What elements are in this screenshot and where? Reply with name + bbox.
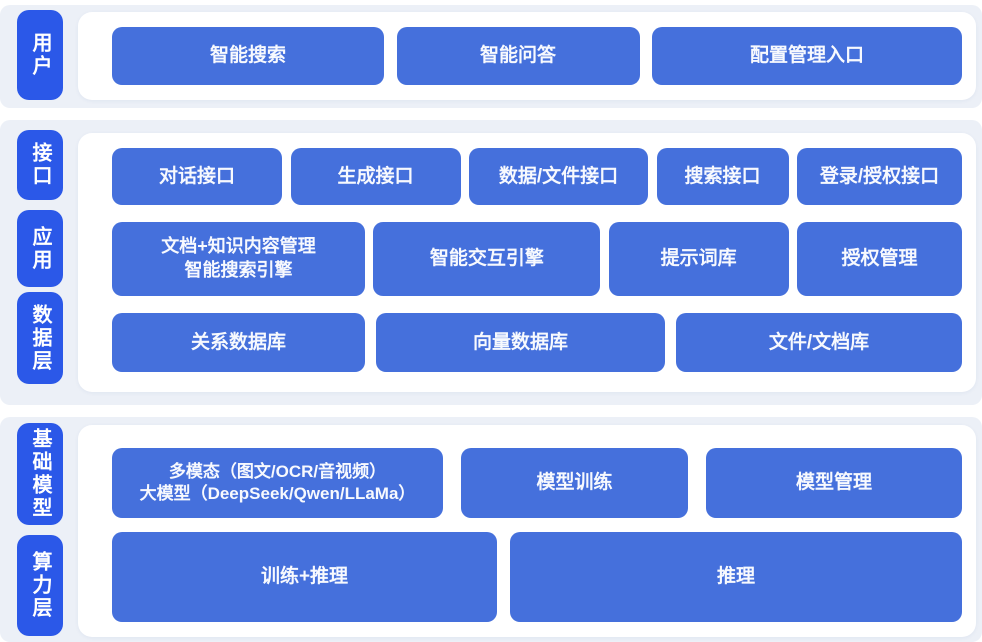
box-relational-database: 关系数据库: [112, 313, 365, 372]
box-multimodal-llm: 多模态（图文/OCR/音视频） 大模型（DeepSeek/Qwen/LLaMa）: [112, 448, 443, 518]
box-smart-qa: 智能问答: [396, 27, 640, 85]
layer-label-application-text: 应用: [29, 225, 51, 272]
box-smart-search: 智能搜索: [112, 27, 384, 85]
layer-label-data-text: 数据层: [29, 303, 51, 373]
box-authorization-management: 授权管理: [796, 222, 962, 296]
box-generation-api: 生成接口: [290, 148, 461, 205]
box-config-management-entry: 配置管理入口: [652, 27, 962, 85]
layer-label-foundation-model: 基础模型: [17, 423, 63, 525]
panel-user-layer: 智能搜索 智能问答 配置管理入口: [78, 12, 976, 100]
box-dialog-api: 对话接口: [112, 148, 282, 205]
layer-label-compute-text: 算力层: [29, 551, 51, 620]
panel-interface-app-data-layer: 对话接口 生成接口 数据/文件接口 搜索接口 登录/授权接口 文档+知识内容管理…: [78, 133, 976, 392]
box-model-training: 模型训练: [461, 448, 688, 518]
box-prompt-library: 提示词库: [608, 222, 789, 296]
panel-model-compute-layer: 多模态（图文/OCR/音视频） 大模型（DeepSeek/Qwen/LLaMa）…: [78, 425, 976, 637]
row-data-stores: 关系数据库 向量数据库 文件/文档库: [112, 313, 962, 372]
box-model-management: 模型管理: [706, 448, 962, 518]
row-interfaces: 对话接口 生成接口 数据/文件接口 搜索接口 登录/授权接口: [112, 148, 962, 205]
layer-label-application: 应用: [17, 210, 63, 287]
layer-label-compute: 算力层: [17, 535, 63, 636]
box-file-document-store: 文件/文档库: [676, 313, 962, 372]
row-applications: 文档+知识内容管理 智能搜索引擎 智能交互引擎 提示词库 授权管理: [112, 222, 962, 296]
layer-label-interface-text: 接口: [29, 142, 51, 188]
box-doc-knowledge-search-engine: 文档+知识内容管理 智能搜索引擎: [112, 222, 365, 296]
box-training-plus-inference: 训练+推理: [112, 532, 497, 622]
layer-label-foundation-model-text: 基础模型: [29, 428, 51, 520]
row-user-entries: 智能搜索 智能问答 配置管理入口: [112, 27, 962, 85]
layer-label-data: 数据层: [17, 292, 63, 384]
box-search-api: 搜索接口: [656, 148, 789, 205]
box-login-auth-api: 登录/授权接口: [797, 148, 962, 205]
box-interactive-engine: 智能交互引擎: [373, 222, 601, 296]
box-vector-database: 向量数据库: [376, 313, 665, 372]
box-data-file-api: 数据/文件接口: [469, 148, 648, 205]
layer-label-interface: 接口: [17, 130, 63, 200]
row-foundation-models: 多模态（图文/OCR/音视频） 大模型（DeepSeek/Qwen/LLaMa）…: [112, 448, 962, 518]
row-compute: 训练+推理 推理: [112, 532, 962, 622]
box-inference: 推理: [510, 532, 962, 622]
layer-label-user-text: 用户: [29, 32, 51, 78]
layer-label-user: 用户: [17, 10, 63, 100]
